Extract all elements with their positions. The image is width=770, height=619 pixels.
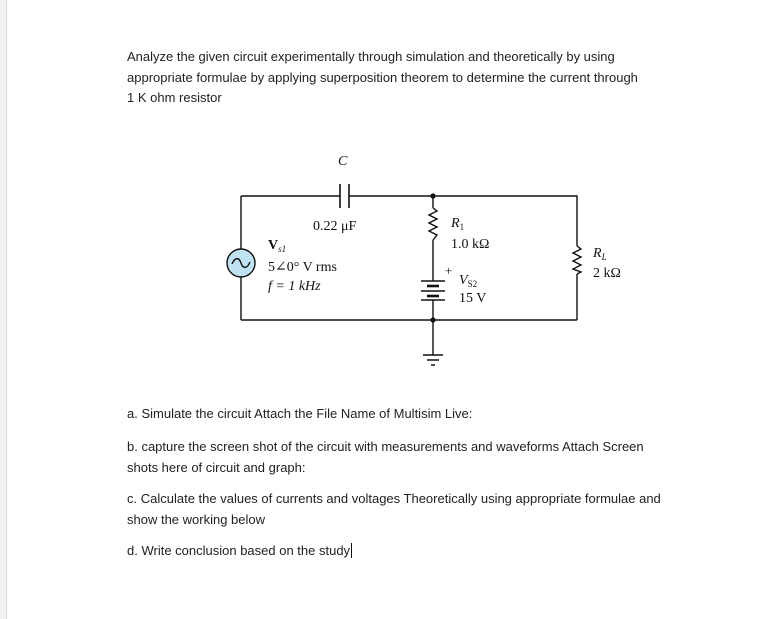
source1-frequency: f = 1 kHz xyxy=(268,279,321,294)
question-b: b. capture the screen shot of the circui… xyxy=(127,437,644,478)
capacitor-name: C xyxy=(338,154,348,169)
capacitor-value: 0.22 μF xyxy=(313,219,357,234)
junction-dot xyxy=(430,193,436,199)
rl-name: RL xyxy=(592,246,607,262)
question-c-line-1: c. Calculate the values of currents and … xyxy=(127,491,661,506)
dc-source-symbol xyxy=(421,280,445,301)
problem-line-2: appropriate formulae by applying superpo… xyxy=(127,69,638,85)
question-c: c. Calculate the values of currents and … xyxy=(127,489,661,530)
capacitor-symbol xyxy=(339,184,350,208)
rl-resistor-symbol xyxy=(571,245,583,275)
source2-plus: + xyxy=(445,263,452,278)
r1-value: 1.0 kΩ xyxy=(451,237,489,252)
source2-value: 15 V xyxy=(459,291,486,306)
text-cursor xyxy=(351,543,353,558)
question-c-line-2: show the working below xyxy=(127,511,266,527)
rl-value: 2 kΩ xyxy=(593,266,621,281)
question-b-line-2: shots here of circuit and graph: xyxy=(127,459,306,475)
problem-statement: Analyze the given circuit experimentally… xyxy=(127,47,638,109)
question-d-text: d. Write conclusion based on the study xyxy=(127,543,351,558)
page-edge xyxy=(0,0,7,619)
source2-name: VS2 xyxy=(459,273,477,289)
circuit-wires xyxy=(240,195,578,366)
question-b-line-1: b. capture the screen shot of the circui… xyxy=(127,439,644,454)
r1-name: R1 xyxy=(450,216,464,232)
ac-source-symbol xyxy=(226,248,256,278)
junction-dot xyxy=(430,317,436,323)
r1-resistor-symbol xyxy=(427,207,439,241)
problem-line-3: 1 K ohm resistor xyxy=(127,90,222,105)
question-d[interactable]: d. Write conclusion based on the study xyxy=(127,541,353,562)
problem-line-1: Analyze the given circuit experimentally… xyxy=(127,49,615,64)
question-a: a. Simulate the circuit Attach the File … xyxy=(127,406,473,421)
source1-value: 5∠0° V rms xyxy=(268,260,337,275)
source1-name: Vs1 xyxy=(268,238,286,254)
